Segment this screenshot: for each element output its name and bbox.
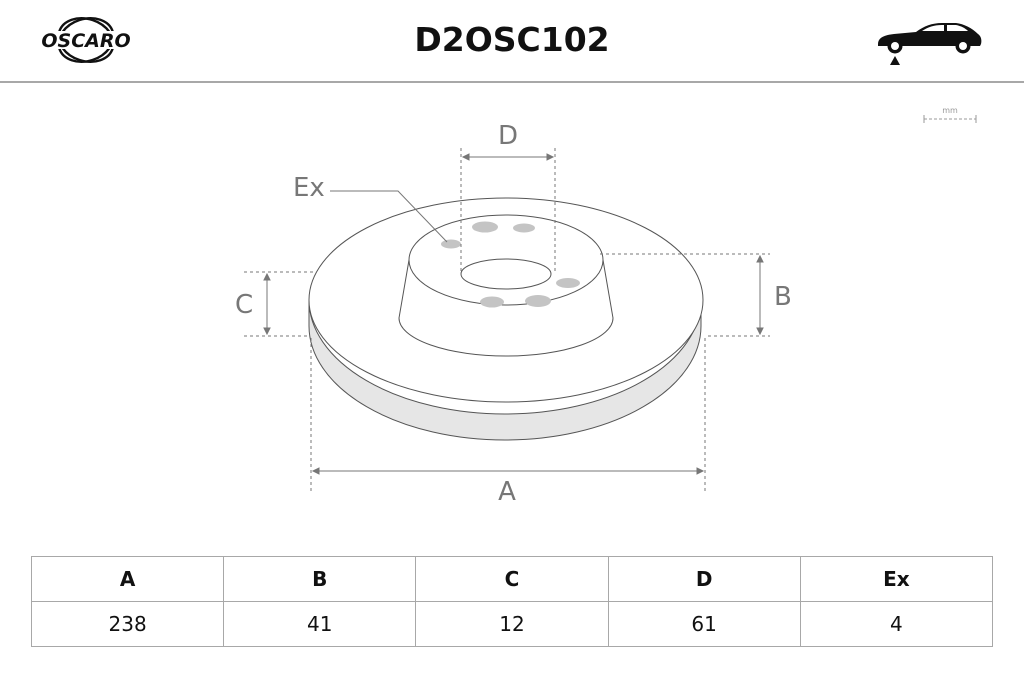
header: OSCARO D2OSC102 bbox=[0, 0, 1024, 82]
value-C: 12 bbox=[415, 601, 609, 647]
column-header-Ex: Ex bbox=[799, 556, 994, 602]
unit-indicator: mm bbox=[922, 106, 978, 126]
dimension-Ex bbox=[330, 190, 448, 243]
dimension-C bbox=[244, 271, 316, 337]
column-header-B: B bbox=[223, 556, 417, 602]
value-Ex: 4 bbox=[799, 601, 994, 647]
dimension-D bbox=[460, 148, 556, 272]
wheel-marker-icon bbox=[890, 56, 900, 65]
disc-drawing bbox=[308, 197, 704, 441]
bolt-hole bbox=[556, 278, 580, 288]
dimension-label-C: C bbox=[235, 290, 253, 320]
header-divider bbox=[0, 81, 1024, 83]
bolt-hole bbox=[525, 295, 551, 307]
dimension-label-B: B bbox=[774, 282, 792, 312]
oscaro-logo: OSCARO bbox=[36, 14, 136, 66]
dimension-A bbox=[310, 338, 706, 492]
table-header-row: A B C D Ex bbox=[30, 556, 994, 602]
dimension-label-D: D bbox=[498, 121, 518, 151]
table-row: 238 41 12 61 4 bbox=[30, 601, 994, 647]
dimension-B bbox=[600, 253, 770, 337]
bolt-hole bbox=[441, 239, 461, 249]
value-B: 41 bbox=[223, 601, 417, 647]
dimensions-table: A B C D Ex 238 41 12 61 4 bbox=[30, 556, 994, 647]
unit-label: mm bbox=[942, 106, 958, 115]
value-D: 61 bbox=[607, 601, 801, 647]
bolt-hole bbox=[472, 221, 498, 233]
logo-text: OSCARO bbox=[41, 30, 130, 52]
value-A: 238 bbox=[30, 601, 225, 647]
bolt-hole bbox=[513, 223, 535, 233]
column-header-A: A bbox=[30, 556, 225, 602]
car-side-icon bbox=[872, 18, 984, 68]
bolt-hole bbox=[480, 296, 504, 308]
dimension-label-Ex: Ex bbox=[293, 173, 325, 203]
page-title: D2OSC102 bbox=[414, 20, 610, 59]
brake-disc-diagram: D Ex B C A bbox=[0, 90, 1024, 530]
column-header-D: D bbox=[607, 556, 801, 602]
dimension-label-A: A bbox=[498, 477, 516, 507]
column-header-C: C bbox=[415, 556, 609, 602]
